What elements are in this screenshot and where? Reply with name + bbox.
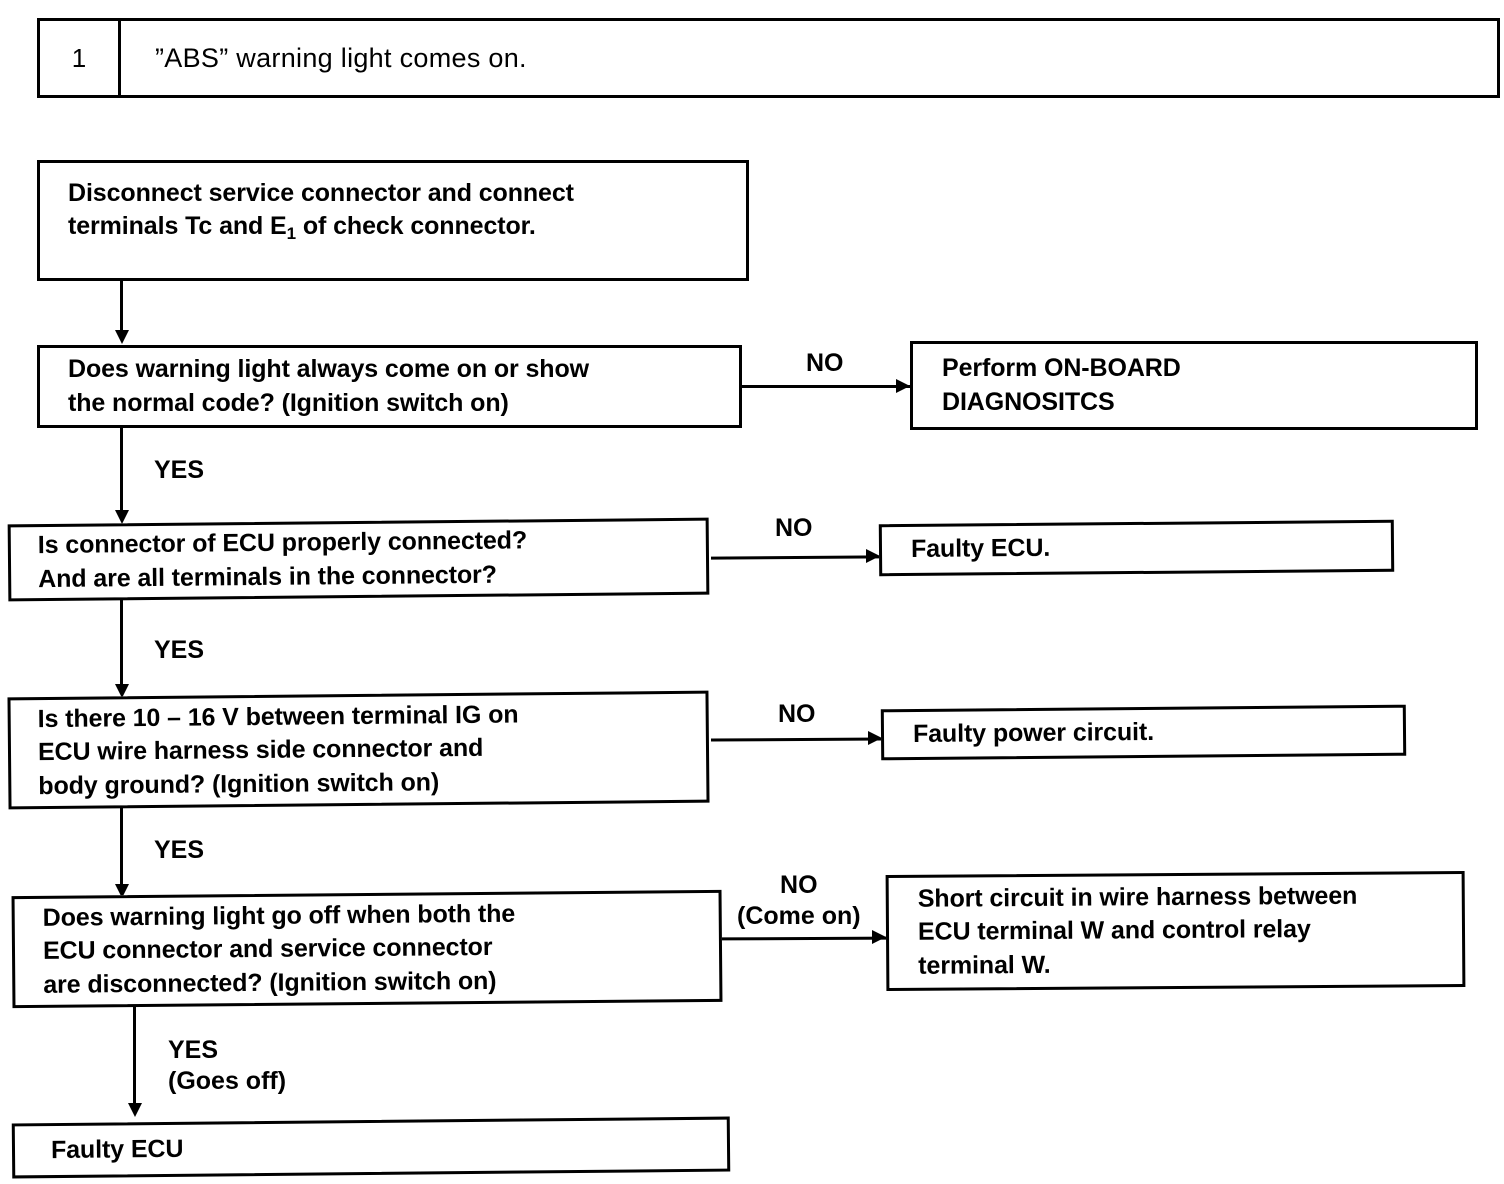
arrow-q2-yes [115,684,129,698]
connector-q2-to-q3 [120,598,123,693]
result-faulty-ecu-final-text: Faulty ECU [50,1134,184,1164]
branch-label-q2-no: NO [775,514,813,542]
result-perform-onboard-diagnostics-text: Perform ON-BOARD DIAGNOSITCS [942,354,1181,416]
step-title: ”ABS” warning light comes on. [155,42,527,73]
connector-instruction-to-q1 [120,281,123,339]
branch-line-q1-no [742,385,910,388]
step-header-row: 1 ”ABS” warning light comes on. [37,18,1500,98]
instruction-box: Disconnect service connector and connect… [37,160,749,281]
step-number: 1 [40,21,121,95]
arrow-q1-yes [115,510,129,524]
branch-label-q1-no: NO [806,349,844,377]
branch-line-q2-no [710,555,882,560]
result-box-faulty-power-circuit: Faulty power circuit. [880,704,1407,761]
connector-q1-to-q2 [120,428,123,518]
connector-q4-to-final [133,1005,136,1110]
question-box-warning-light-state: Does warning light always come on or sho… [37,345,742,428]
question-box-ecu-connector: Is connector of ECU properly connected? … [7,517,710,602]
result-box-short-circuit: Short circuit in wire harness between EC… [885,870,1466,992]
branch-label-q3-yes: YES [154,836,205,864]
question-box-voltage-ig-terminal: Is there 10 – 16 V between terminal IG o… [7,690,710,810]
branch-line-q4-no [721,936,889,941]
arrow-q4-no [872,930,886,944]
result-box-perform-onboard-diagnostics: Perform ON-BOARD DIAGNOSITCS [910,341,1478,430]
branch-label-q4-yes: YES (Goes off) [168,1036,287,1096]
branch-label-q3-no: NO [778,700,816,728]
connector-q3-to-q4 [120,806,123,892]
question-box-light-goes-off: Does warning light go off when both the … [11,889,723,1009]
result-box-faulty-ecu-final: Faulty ECU [11,1116,731,1179]
arrow-q2-no [866,549,880,563]
question-light-goes-off-text: Does warning light go off when both the … [42,899,516,999]
arrow-instruction-to-q1 [115,330,129,344]
question-warning-light-state-text: Does warning light always come on or sho… [68,355,589,417]
branch-label-q1-yes: YES [154,456,205,484]
arrow-q1-no [896,379,910,393]
branch-label-q2-yes: YES [154,636,205,664]
result-faulty-power-circuit-text: Faulty power circuit. [912,717,1155,748]
result-short-circuit-text: Short circuit in wire harness between EC… [917,881,1358,980]
arrow-q3-no [868,731,882,745]
arrow-q4-yes [128,1103,142,1117]
result-faulty-ecu-upper-text: Faulty ECU. [910,534,1051,564]
question-voltage-ig-terminal-text: Is there 10 – 16 V between terminal IG o… [37,700,519,800]
question-ecu-connector-text: Is connector of ECU properly connected? … [37,526,528,593]
branch-label-q4-no: NO (Come on) [737,871,861,931]
branch-line-q3-no [710,737,884,742]
instruction-text: Disconnect service connector and connect… [68,179,574,243]
result-box-faulty-ecu-upper: Faulty ECU. [878,519,1395,577]
